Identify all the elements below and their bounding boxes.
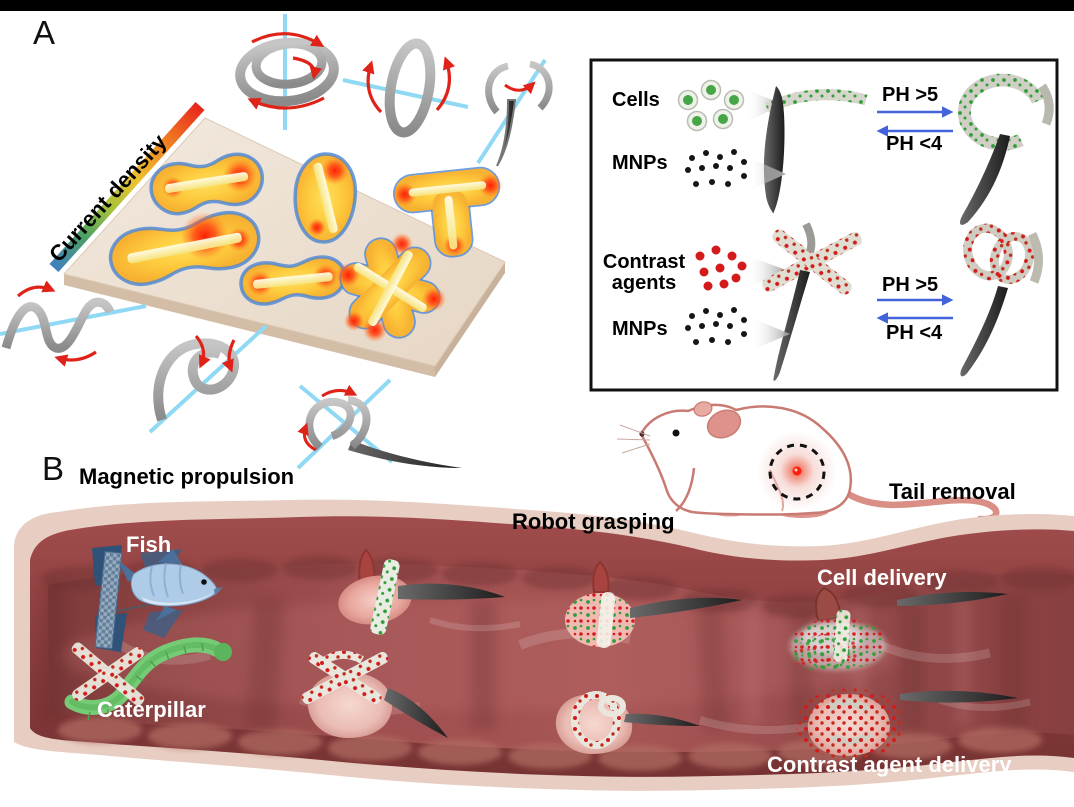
fish-label: Fish [126, 532, 172, 557]
spray-cone-mnps-1 [750, 158, 786, 190]
robot-x-contrast [762, 222, 862, 381]
rock-ring [555, 691, 700, 754]
spray-cone-mnps-2 [752, 318, 790, 350]
inset-box [589, 58, 1059, 392]
ph-high-label-1: PH >5 [882, 84, 939, 106]
ph-arrows-top [876, 106, 954, 137]
panel-b-label: B [42, 450, 65, 487]
robot-grasping-label: Robot grasping [512, 509, 675, 534]
top-black-bar [0, 0, 1074, 11]
mnps-label-1: MNPs [612, 152, 668, 174]
rotating-claw-large [296, 378, 462, 470]
cell-delivery-label: Cell delivery [817, 565, 947, 590]
ph-high-label-2: PH >5 [882, 274, 939, 296]
vessel-bottom-ridges [58, 717, 1042, 771]
contrast-agents-label: Contrast agents [602, 251, 686, 295]
cells-cluster [677, 79, 745, 132]
ph-low-label-1: PH <4 [886, 133, 943, 155]
contrast-dots-1 [695, 245, 747, 291]
mouse [616, 401, 1000, 523]
cell-delivery-site [790, 586, 886, 671]
robot-blade-cells [763, 86, 868, 214]
contrast-delivery-site [796, 688, 904, 760]
rotating-ring-vertical [342, 38, 469, 138]
polyp-coated [565, 560, 742, 648]
heatmap-blob-oval [293, 152, 357, 244]
ph-arrows-bottom [876, 294, 954, 324]
mnp-dots-1 [685, 149, 747, 187]
mnp-dots-2 [685, 307, 747, 345]
heatmap-blob-t-shape [392, 166, 503, 258]
spray-cone-cells [747, 90, 783, 122]
heatmap-blob-peanut-1 [149, 152, 265, 216]
curled-robot-cells [957, 73, 1054, 225]
rotating-heart-loop [148, 324, 268, 434]
panel-a-graphics [0, 14, 553, 470]
caterpillar-label: Caterpillar [97, 697, 206, 722]
spray-cone-contrast [748, 256, 786, 288]
heatmap-blob-asterisk [336, 233, 446, 342]
mnps-label-2: MNPs [612, 318, 668, 340]
polyp-grasped-cells [338, 548, 505, 635]
heatmap-blob-peanut-2 [108, 211, 261, 287]
fish-robot [92, 545, 223, 652]
tail-removal-label: Tail removal [889, 479, 1016, 504]
panel-a-label: A [33, 14, 56, 51]
detached-tails [897, 592, 1018, 703]
caterpillar-robot [64, 637, 232, 721]
contrast-agent-delivery-label: Contrast agent delivery [767, 752, 1012, 777]
magnetic-propulsion-label: Magnetic propulsion [79, 464, 295, 489]
cells-label: Cells [612, 89, 660, 111]
rotating-helix [0, 280, 147, 367]
rock-contrast-bow [301, 650, 448, 738]
current-density-gradient-bar [49, 101, 205, 273]
rotating-claw-small [476, 58, 553, 167]
ph-low-label-2: PH <4 [886, 322, 943, 344]
curled-robot-contrast [960, 223, 1043, 377]
rotating-ring-double [235, 14, 339, 130]
